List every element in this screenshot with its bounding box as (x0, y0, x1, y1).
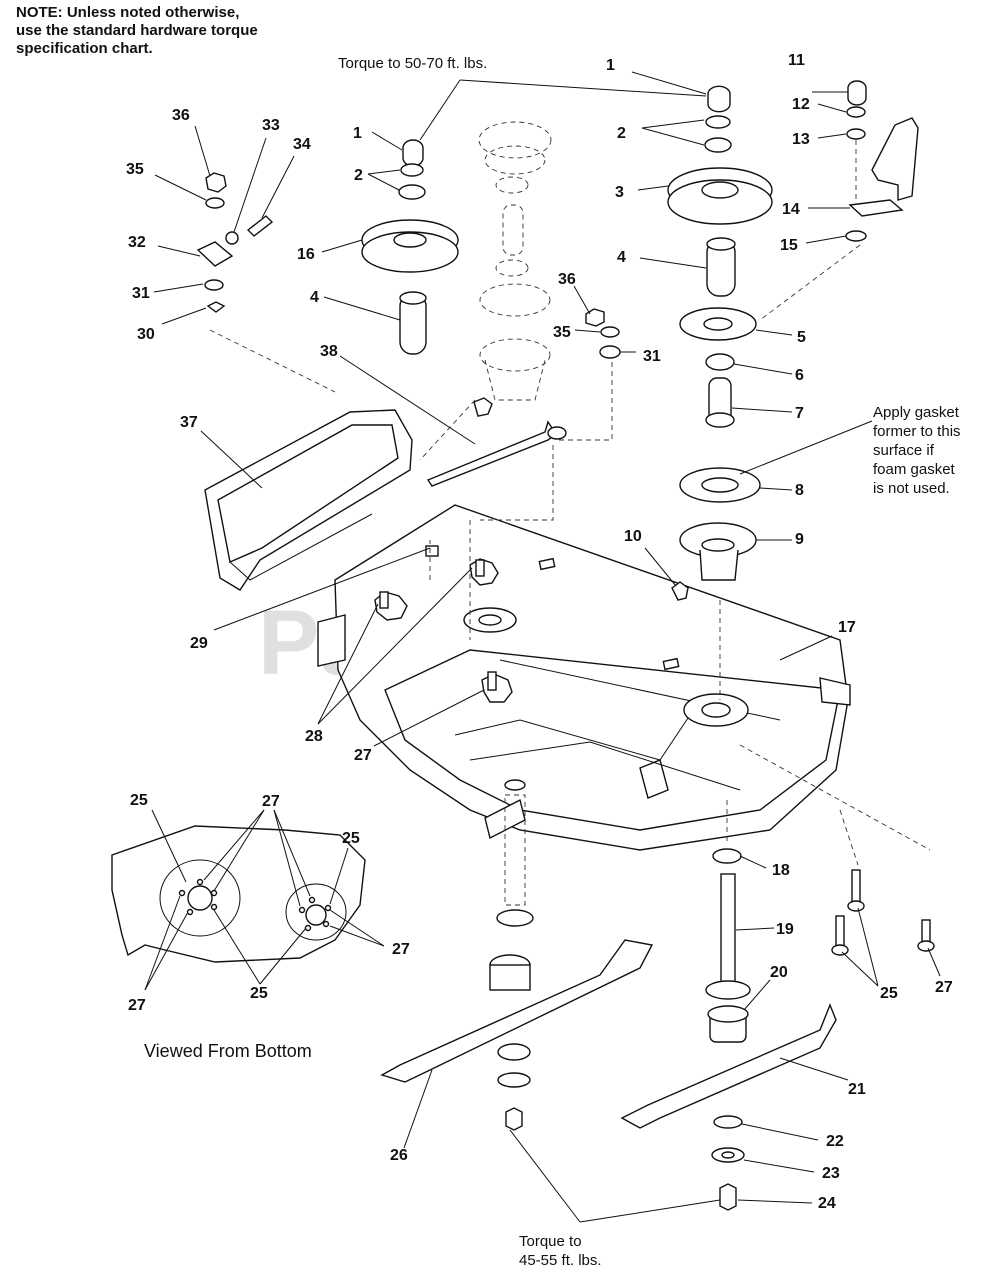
callout-27: 27 (935, 979, 953, 996)
callout-27: 27 (128, 997, 146, 1014)
callout-35: 35 (126, 161, 144, 178)
gasket-line-2: former to this (873, 423, 961, 440)
callout-36: 36 (558, 271, 576, 288)
belt-cover (204, 409, 413, 591)
torque-note: NOTE: Unless noted otherwise, use the st… (16, 4, 258, 58)
callout-31: 31 (643, 348, 661, 365)
callout-23: 23 (822, 1165, 840, 1182)
callout-5: 5 (797, 329, 806, 346)
callout-4: 4 (617, 249, 626, 266)
left-hardware (196, 172, 621, 359)
gasket-line-4: foam gasket (873, 461, 955, 478)
callout-13: 13 (792, 131, 810, 148)
callout-21: 21 (848, 1081, 866, 1098)
callout-27: 27 (392, 941, 410, 958)
gasket-note: Apply gasket former to this surface if f… (873, 403, 961, 498)
callout-9: 9 (795, 531, 804, 548)
mower-deck-housing (317, 504, 851, 851)
callout-6: 6 (795, 367, 804, 384)
callout-17: 17 (838, 619, 856, 636)
callout-10: 10 (624, 528, 642, 545)
torque-bottom-line-2: 45-55 ft. lbs. (519, 1252, 602, 1269)
deflector-rod (426, 420, 567, 487)
callout-15: 15 (780, 237, 798, 254)
callout-18: 18 (772, 862, 790, 879)
note-line-1: NOTE: Unless noted otherwise, (16, 4, 240, 21)
deck-studs (374, 545, 513, 703)
torque-top-label: Torque to 50-70 ft. lbs. (338, 55, 488, 72)
callout-27: 27 (354, 747, 372, 764)
callout-25: 25 (880, 985, 898, 1002)
callout-numbers: 1 1 2 2 3 4 4 5 6 7 8 9 10 11 12 13 14 1… (126, 52, 953, 1212)
callout-29: 29 (190, 635, 208, 652)
callout-22: 22 (826, 1133, 844, 1150)
callout-36: 36 (172, 107, 190, 124)
idler-bracket-assembly (845, 80, 919, 242)
callout-11: 11 (788, 52, 805, 69)
left-blade-assembly (380, 779, 654, 1131)
note-line-3: specification chart. (16, 40, 153, 57)
callout-2: 2 (617, 125, 626, 142)
gasket-line-1: Apply gasket (873, 404, 959, 421)
callout-1: 1 (606, 57, 615, 74)
callout-25: 25 (130, 792, 148, 809)
callout-7: 7 (795, 405, 804, 422)
callout-25: 25 (250, 985, 268, 1002)
callout-31: 31 (132, 285, 150, 302)
callout-3: 3 (615, 184, 624, 201)
callout-32: 32 (128, 234, 146, 251)
loose-bolts (831, 869, 935, 956)
callout-37: 37 (180, 414, 198, 431)
callout-2: 2 (354, 167, 363, 184)
callout-8: 8 (795, 482, 804, 499)
alignment-lines (209, 140, 931, 866)
callout-19: 19 (776, 921, 794, 938)
leader-lines (144, 71, 941, 1223)
callout-20: 20 (770, 964, 788, 981)
right-blade-assembly (620, 848, 837, 1211)
torque-bottom-line-1: Torque to (519, 1233, 582, 1250)
callout-38: 38 (320, 343, 338, 360)
gasket-line-5: is not used. (873, 480, 950, 497)
callout-33: 33 (262, 117, 280, 134)
gasket-line-3: surface if (873, 442, 934, 459)
callout-14: 14 (782, 201, 800, 218)
callout-35: 35 (553, 324, 571, 341)
callout-4: 4 (310, 289, 319, 306)
callout-30: 30 (137, 326, 155, 343)
note-line-2: use the standard hardware torque (16, 22, 258, 39)
right-spindle-assembly (667, 85, 773, 601)
callout-16: 16 (297, 246, 315, 263)
callout-1: 1 (353, 125, 362, 142)
bottom-view-inset (111, 825, 366, 963)
callout-27: 27 (262, 793, 280, 810)
viewed-from-bottom-label: Viewed From Bottom (144, 1041, 312, 1061)
callout-24: 24 (818, 1195, 836, 1212)
callout-34: 34 (293, 136, 311, 153)
center-spindle-stack (473, 121, 552, 417)
torque-bottom-label: Torque to 45-55 ft. lbs. (519, 1232, 602, 1270)
left-spindle-assembly (361, 139, 459, 355)
callout-26: 26 (390, 1147, 408, 1164)
callout-28: 28 (305, 728, 323, 745)
callout-25: 25 (342, 830, 360, 847)
callout-12: 12 (792, 96, 810, 113)
